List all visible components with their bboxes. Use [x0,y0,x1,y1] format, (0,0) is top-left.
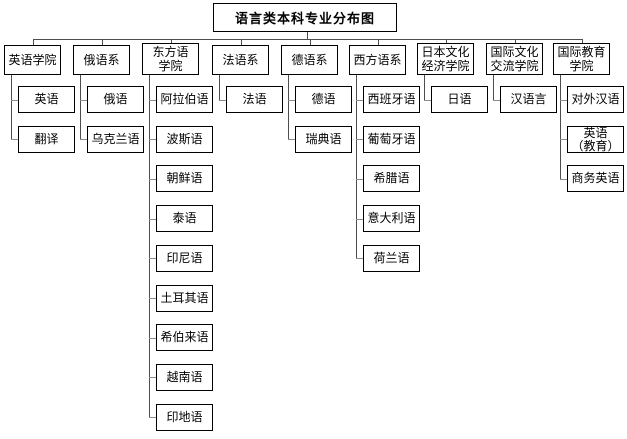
major-box: 乌克兰语 [87,126,144,153]
connector-major-stub [149,179,156,180]
department-box: 国际教育 学院 [553,43,610,75]
department-box: 东方语 学院 [142,43,199,75]
connector-dept-stub [33,39,34,45]
major-box: 印尼语 [156,245,213,272]
department-box: 国际文化 交流学院 [486,43,543,75]
department-box: 日本文化 经济学院 [417,43,474,75]
connector-major-stub [11,100,18,101]
major-box: 汉语言 [500,86,557,113]
major-box: 对外汉语 [567,86,624,113]
connector-trunk [288,75,289,139]
major-box: 意大利语 [363,205,420,232]
connector-dept-stub [378,39,379,45]
major-box: 英语 （教育） [567,126,624,153]
major-box: 法语 [226,86,283,113]
department-box: 俄语系 [73,45,130,75]
connector-major-stub [149,417,156,418]
connector-major-stub [424,100,431,101]
connector-trunk [356,75,357,258]
connector-major-stub [80,100,87,101]
major-box: 西班牙语 [363,86,420,113]
major-box: 翻译 [18,126,75,153]
connector-major-stub [219,100,226,101]
connector-trunk [493,75,494,100]
connector-major-stub [356,219,363,220]
connector-dept-stub [310,39,311,45]
major-box: 阿拉伯语 [156,86,213,113]
major-box: 瑞典语 [295,126,352,153]
major-box: 俄语 [87,86,144,113]
connector-major-stub [80,139,87,140]
major-box: 德语 [295,86,352,113]
connector-trunk [424,75,425,100]
connector-dept-stub [515,39,516,43]
connector-trunk [219,75,220,100]
connector-major-stub [149,139,156,140]
major-box: 英语 [18,86,75,113]
connector-trunk [149,75,150,417]
connector-major-stub [149,258,156,259]
connector-major-stub [560,139,567,140]
department-box: 西方语系 [349,45,406,75]
major-box: 波斯语 [156,126,213,153]
major-box: 朝鲜语 [156,165,213,192]
connector-major-stub [149,338,156,339]
major-box: 印地语 [156,404,213,431]
department-box: 法语系 [212,45,269,75]
connector-major-stub [356,100,363,101]
connector-trunk [80,75,81,139]
connector-major-stub [149,219,156,220]
connector-major-stub [493,100,500,101]
connector-dept-stub [102,39,103,45]
major-box: 泰语 [156,205,213,232]
connector-title-stub [307,32,308,39]
major-box: 日语 [431,86,488,113]
connector-major-stub [356,139,363,140]
connector-dept-stub [241,39,242,45]
major-box: 商务英语 [567,165,624,192]
connector-trunk [560,75,561,179]
major-box: 葡萄牙语 [363,126,420,153]
connector-major-stub [356,179,363,180]
connector-major-stub [149,377,156,378]
connector-dept-stub [171,39,172,43]
connector-major-stub [11,139,18,140]
major-box: 荷兰语 [363,245,420,272]
major-box: 土耳其语 [156,285,213,312]
major-box: 希伯来语 [156,324,213,351]
chart-title: 语言类本科专业分布图 [213,3,397,32]
connector-major-stub [288,139,295,140]
connector-bus [33,39,582,40]
connector-major-stub [149,298,156,299]
department-box: 英语学院 [4,45,61,75]
connector-dept-stub [582,39,583,43]
connector-trunk [11,75,12,139]
connector-major-stub [356,258,363,259]
department-box: 德语系 [281,45,338,75]
connector-major-stub [288,100,295,101]
connector-major-stub [560,100,567,101]
connector-dept-stub [446,39,447,43]
connector-major-stub [560,179,567,180]
major-box: 希腊语 [363,165,420,192]
connector-major-stub [149,100,156,101]
major-box: 越南语 [156,364,213,391]
